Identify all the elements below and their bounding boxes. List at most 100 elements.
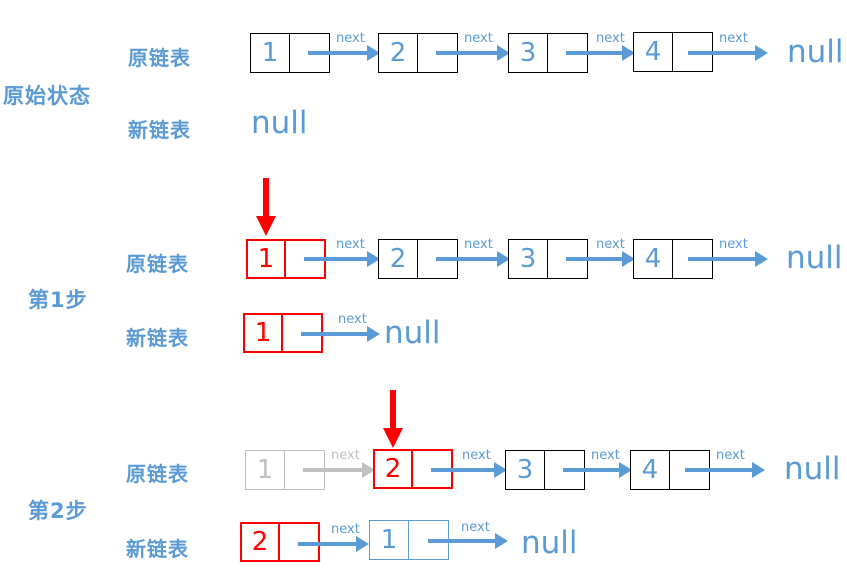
next-arrow (436, 251, 510, 267)
arrow-head (383, 428, 403, 448)
node-value-cell: 1 (248, 241, 286, 277)
current-pointer-arrow (380, 390, 406, 448)
next-label: next (331, 522, 360, 537)
next-arrow (436, 45, 510, 61)
node-value-cell: 2 (379, 240, 418, 278)
next-arrow (685, 462, 765, 478)
node-box: 3 (508, 33, 588, 73)
new-list-label: 新链表 (128, 118, 191, 142)
original-list-label: 原链表 (126, 462, 189, 486)
next-arrow (563, 462, 632, 478)
arrow-head (367, 326, 380, 342)
node-box-highlighted: 2 (373, 449, 453, 489)
arrow-shaft (685, 468, 754, 472)
next-label: next (596, 237, 625, 252)
arrow-head (367, 45, 380, 61)
next-label: next (338, 312, 367, 327)
section-title-step1: 第1步 (28, 288, 88, 312)
node-value-cell: 4 (634, 33, 673, 71)
arrow-head (497, 251, 510, 267)
next-arrow (431, 462, 507, 478)
arrow-shaft (428, 539, 497, 543)
next-label: next (464, 31, 493, 46)
next-arrow (566, 251, 635, 267)
arrow-head (752, 462, 765, 478)
null-text: null (521, 525, 578, 561)
node-box: 2 (378, 33, 458, 73)
null-text: null (787, 34, 844, 70)
node-value-cell: 4 (631, 451, 670, 489)
node-value-cell: 3 (509, 240, 548, 278)
arrow-head (755, 45, 768, 61)
next-label: next (336, 237, 365, 252)
next-arrow (688, 45, 768, 61)
next-arrow (308, 45, 380, 61)
original-list-label: 原链表 (128, 46, 191, 70)
arrow-head (356, 536, 369, 552)
node-value-cell: 3 (506, 451, 545, 489)
node-value-cell: 3 (509, 34, 548, 72)
node-box: 3 (508, 239, 588, 279)
node-value-cell: 1 (370, 521, 409, 559)
next-label: next (331, 448, 360, 463)
arrow-head (497, 45, 510, 61)
null-text: null (251, 105, 308, 141)
next-arrow (428, 533, 508, 549)
current-pointer-arrow (253, 178, 279, 236)
next-arrow (301, 326, 380, 342)
node-value-cell: 1 (246, 451, 285, 489)
arrow-shaft (688, 257, 757, 261)
node-value-cell: 2 (242, 524, 280, 560)
original-list-label: 原链表 (126, 252, 189, 276)
arrow-shaft (263, 178, 269, 216)
next-label: next (462, 448, 491, 463)
next-arrow (566, 45, 635, 61)
next-label: next (719, 237, 748, 252)
arrow-head (362, 462, 375, 478)
next-label: next (716, 448, 745, 463)
node-value-cell: 1 (251, 34, 290, 72)
next-arrow (688, 251, 768, 267)
arrow-shaft (436, 257, 499, 261)
next-label: next (591, 448, 620, 463)
node-value-cell: 1 (245, 315, 283, 351)
node-value-cell: 2 (375, 451, 413, 487)
arrow-head (619, 462, 632, 478)
arrow-head (495, 533, 508, 549)
null-text: null (784, 451, 841, 487)
null-text: null (786, 240, 843, 276)
next-arrow (298, 536, 369, 552)
arrow-head (622, 45, 635, 61)
arrow-head (367, 251, 380, 267)
next-arrow (303, 462, 375, 478)
node-value-cell: 4 (634, 240, 673, 278)
arrow-head (256, 216, 276, 236)
arrow-shaft (303, 468, 364, 472)
arrow-shaft (390, 390, 396, 428)
section-title-initial: 原始状态 (3, 84, 91, 108)
next-label: next (461, 520, 490, 535)
arrow-shaft (308, 51, 369, 55)
arrow-shaft (436, 51, 499, 55)
arrow-shaft (298, 542, 358, 546)
arrow-shaft (431, 468, 496, 472)
arrow-shaft (563, 468, 621, 472)
next-arrow (304, 251, 380, 267)
new-list-label: 新链表 (126, 537, 189, 561)
next-label: next (596, 31, 625, 46)
arrow-head (494, 462, 507, 478)
node-value-cell: 2 (379, 34, 418, 72)
next-label: next (336, 31, 365, 46)
new-list-label: 新链表 (126, 326, 189, 350)
arrow-shaft (301, 332, 369, 336)
arrow-shaft (566, 51, 624, 55)
node-box-highlighted: 2 (240, 522, 320, 562)
null-text: null (384, 315, 441, 351)
arrow-head (755, 251, 768, 267)
next-label: next (719, 31, 748, 46)
arrow-shaft (566, 257, 624, 261)
arrow-shaft (688, 51, 757, 55)
next-label: next (464, 237, 493, 252)
arrow-head (622, 251, 635, 267)
